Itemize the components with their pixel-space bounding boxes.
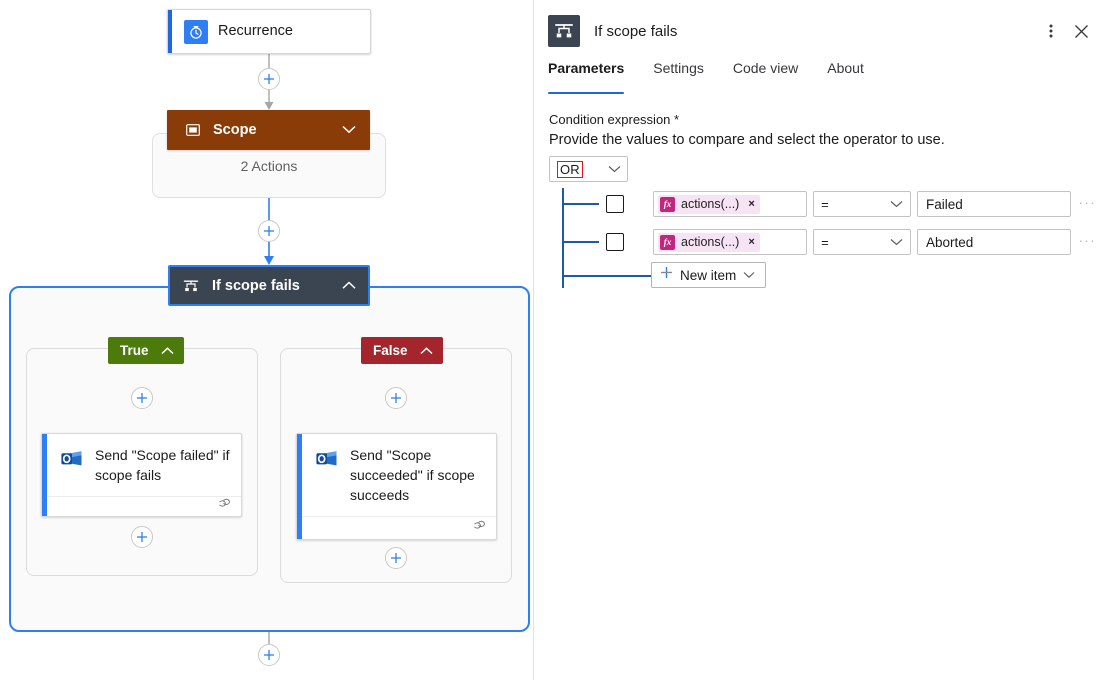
recurrence-clock-icon	[184, 19, 208, 44]
action-card-label: Send "Scope failed" if scope fails	[95, 447, 230, 483]
condition-right-operand-field[interactable]: Failed	[916, 191, 1072, 217]
add-step-true-before[interactable]	[131, 387, 153, 409]
condition-expression-hint: Provide the values to compare and select…	[549, 132, 945, 148]
condition-row[interactable]: fx actions(...) × = Failed ··	[549, 188, 1096, 220]
tab-about[interactable]: About	[827, 60, 864, 76]
condition-left-operand-field[interactable]: fx actions(...) ×	[653, 229, 808, 255]
chevron-down-icon[interactable]	[608, 160, 621, 178]
expression-token-chip[interactable]: fx actions(...) ×	[658, 194, 760, 214]
node-accent-bar	[168, 10, 172, 53]
new-item-label: New item	[680, 267, 737, 283]
add-step-false-after[interactable]	[385, 547, 407, 569]
node-recurrence[interactable]: Recurrence	[167, 9, 371, 54]
node-title: Scope	[213, 122, 257, 138]
plus-icon	[660, 266, 673, 284]
add-step-after-trigger[interactable]	[258, 68, 280, 90]
condition-row-checkbox[interactable]	[606, 195, 624, 213]
logic-operator-value: OR	[557, 160, 583, 178]
action-card-send-scope-succeeded[interactable]: Send "Scope succeeded" if scope succeeds	[296, 433, 497, 540]
condition-row-more-icon[interactable]: ···	[1078, 193, 1096, 210]
scope-actions-summary: 2 Actions	[240, 157, 298, 174]
add-step-true-after[interactable]	[131, 526, 153, 548]
close-icon[interactable]	[1066, 16, 1096, 46]
branch-badge-label: True	[120, 343, 149, 358]
new-item-button[interactable]: New item	[651, 262, 767, 288]
condition-value: Failed	[925, 196, 963, 212]
expression-token-chip[interactable]: fx actions(...) ×	[658, 232, 760, 252]
chevron-down-icon[interactable]	[890, 195, 903, 213]
condition-rows: fx actions(...) × = Failed ··	[549, 188, 1096, 292]
condition-left-operand-field[interactable]: fx actions(...) ×	[653, 191, 808, 217]
panel-title: If scope fails	[594, 22, 678, 40]
outlook-icon	[314, 446, 340, 472]
function-fx-icon: fx	[660, 196, 675, 212]
chevron-up-icon[interactable]	[342, 277, 356, 295]
action-card-footer	[302, 515, 496, 539]
condition-operator-select[interactable]: =	[813, 229, 911, 255]
tree-connector-horizontal	[562, 275, 651, 277]
chevron-down-icon[interactable]	[890, 233, 903, 251]
condition-value: Aborted	[925, 234, 974, 250]
function-fx-icon: fx	[660, 234, 675, 250]
condition-right-operand-field[interactable]: Aborted	[916, 229, 1072, 255]
panel-header: If scope fails	[535, 0, 1110, 52]
token-label: actions(...)	[681, 235, 740, 249]
retry-policy-icon[interactable]	[472, 519, 486, 537]
details-panel: If scope fails Parameters Settings Code …	[535, 0, 1110, 680]
condition-expression-label: Condition expression *	[549, 112, 680, 127]
operator-value: =	[821, 234, 829, 250]
operator-value: =	[821, 196, 829, 212]
retry-policy-icon[interactable]	[217, 497, 231, 515]
action-card-label: Send "Scope succeeded" if scope succeeds	[350, 447, 475, 503]
node-accent-bar	[297, 434, 302, 539]
node-condition-if-scope-fails[interactable]: If scope fails	[168, 265, 370, 306]
remove-token-icon[interactable]: ×	[748, 198, 755, 210]
condition-row-more-icon[interactable]: ···	[1078, 231, 1096, 248]
workflow-canvas[interactable]: Recurrence 2 Actions Scope	[0, 0, 534, 680]
chevron-down-icon[interactable]	[342, 121, 356, 139]
tab-code-view[interactable]: Code view	[732, 60, 799, 76]
branch-badge-label: False	[373, 343, 408, 358]
outlook-icon	[59, 446, 85, 472]
add-step-after-scope[interactable]	[258, 220, 280, 242]
remove-token-icon[interactable]: ×	[748, 236, 755, 248]
logic-operator-wrapper: OR	[549, 156, 628, 182]
branch-badge-true[interactable]: True	[108, 337, 184, 364]
action-card-footer	[47, 495, 241, 516]
logic-operator-select[interactable]: OR	[549, 156, 628, 182]
tree-connector-vertical	[562, 188, 564, 288]
node-scope[interactable]: Scope	[167, 110, 370, 150]
tab-parameters[interactable]: Parameters	[548, 60, 625, 94]
node-accent-bar	[42, 434, 47, 516]
action-card-send-scope-failed[interactable]: Send "Scope failed" if scope fails	[41, 433, 242, 517]
new-item-row: New item	[549, 262, 1096, 292]
tree-connector-horizontal	[562, 203, 599, 205]
tree-connector-horizontal	[562, 241, 599, 243]
chevron-up-icon[interactable]	[161, 343, 174, 358]
node-title: Recurrence	[218, 23, 293, 40]
condition-row-checkbox[interactable]	[606, 233, 624, 251]
condition-row[interactable]: fx actions(...) × = Aborted ·	[549, 226, 1096, 258]
tab-settings[interactable]: Settings	[653, 60, 704, 76]
token-label: actions(...)	[681, 197, 740, 211]
panel-tabs[interactable]: Parameters Settings Code view About	[535, 60, 1110, 94]
node-title: If scope fails	[212, 277, 300, 294]
scope-rectangle-icon	[185, 122, 201, 138]
condition-branch-icon	[548, 15, 580, 47]
add-step-false-before[interactable]	[385, 387, 407, 409]
condition-operator-select[interactable]: =	[813, 191, 911, 217]
condition-branch-icon	[182, 277, 200, 295]
parameters-panel-body: Condition expression * Provide the value…	[535, 94, 1110, 292]
more-options-icon[interactable]	[1036, 16, 1066, 46]
add-step-after-condition[interactable]	[258, 644, 280, 666]
branch-badge-false[interactable]: False	[361, 337, 443, 364]
chevron-up-icon[interactable]	[420, 343, 433, 358]
chevron-down-icon[interactable]	[743, 266, 755, 284]
